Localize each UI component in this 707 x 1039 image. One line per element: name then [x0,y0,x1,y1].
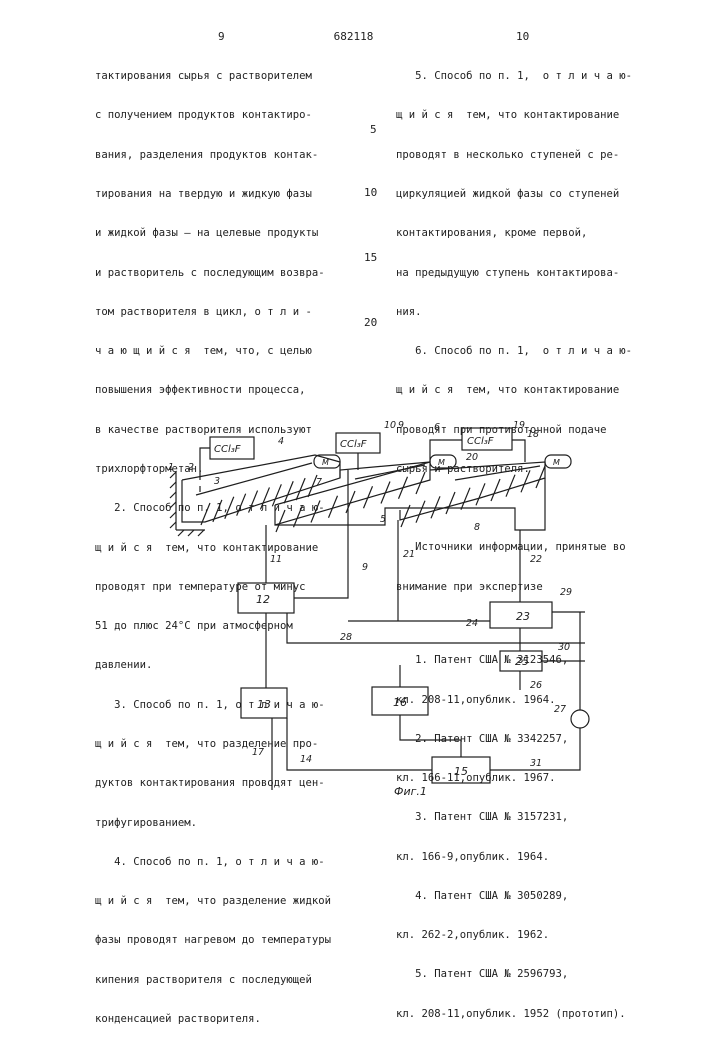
svg-text:M: M [553,458,560,467]
auger-blade [399,477,408,499]
svg-text:27: 27 [554,704,566,715]
auger-blade [294,505,303,527]
auger-blade [237,494,246,516]
text-line: конденсацией растворителя. [95,1013,331,1026]
auger-blade [260,487,269,509]
auger-blade [476,483,485,505]
svg-text:30: 30 [558,642,570,653]
svg-text:21: 21 [403,549,415,560]
flow-lines [266,470,585,790]
figure-caption: Фиг.1 [394,785,427,798]
ground-hatch [170,472,205,536]
svg-text:7: 7 [316,477,322,488]
process-diagram: CCl₃F CCl₃F CCl₃F M M M 12 13 15 16 23 2… [0,0,707,1000]
svg-text:31: 31 [530,758,542,769]
svg-text:M: M [322,458,329,467]
solvent-label-3: CCl₃F [467,436,494,447]
svg-text:22: 22 [530,554,542,565]
reference-line: кл. 208-11,опублик. 1952 (прототип). [396,1008,632,1021]
auger-blade [311,501,320,523]
label-13: 13 [257,698,271,711]
svg-text:1: 1 [168,462,174,473]
pump-27 [571,710,589,728]
svg-text:14: 14 [300,754,312,765]
svg-text:9: 9 [398,420,404,431]
motor-icon: M [430,455,456,468]
svg-text:19: 19 [513,420,525,431]
auger-blade [276,510,285,532]
svg-text:3: 3 [214,476,220,487]
feed-line [512,440,525,462]
auger-blade [431,496,440,518]
auger-blade [446,492,455,514]
svg-text:2: 2 [188,462,194,473]
ref-numbers: 1 2 3 4 5 6 7 8 9 10 9 11 14 17 18 19 20… [168,420,572,769]
auger-blade [416,501,425,523]
label-12: 12 [256,593,270,606]
svg-text:24: 24 [466,618,478,629]
auger-blade [521,470,530,492]
solvent-label-2: CCl₃F [340,439,367,450]
stage-3-vessel [400,462,545,520]
svg-text:28: 28 [340,632,352,643]
svg-text:M: M [438,458,445,467]
feed-line [430,440,462,462]
label-25: 25 [515,655,529,668]
auger-blade [536,466,545,488]
svg-text:18: 18 [527,429,539,440]
svg-text:8: 8 [474,522,480,533]
label-23: 23 [516,610,530,623]
auger-blade [506,475,515,497]
svg-text:20: 20 [466,452,478,463]
svg-text:26: 26 [530,680,542,691]
svg-text:9: 9 [362,562,368,573]
svg-text:5: 5 [380,514,386,525]
solvent-label-1: CCl₃F [214,444,241,455]
label-16: 16 [393,696,407,709]
svg-text:11: 11 [270,554,282,565]
auger-blade [491,479,500,501]
auger-blade [461,488,470,510]
auger-blade [225,497,234,519]
motor-icon: M [545,455,571,468]
svg-text:17: 17 [252,747,264,758]
auger-blade [249,491,258,513]
auger-blade [381,482,390,504]
label-15: 15 [454,765,468,778]
svg-text:6: 6 [434,422,440,433]
svg-text:10: 10 [384,420,396,431]
svg-text:29: 29 [560,587,572,598]
svg-text:4: 4 [278,436,284,447]
